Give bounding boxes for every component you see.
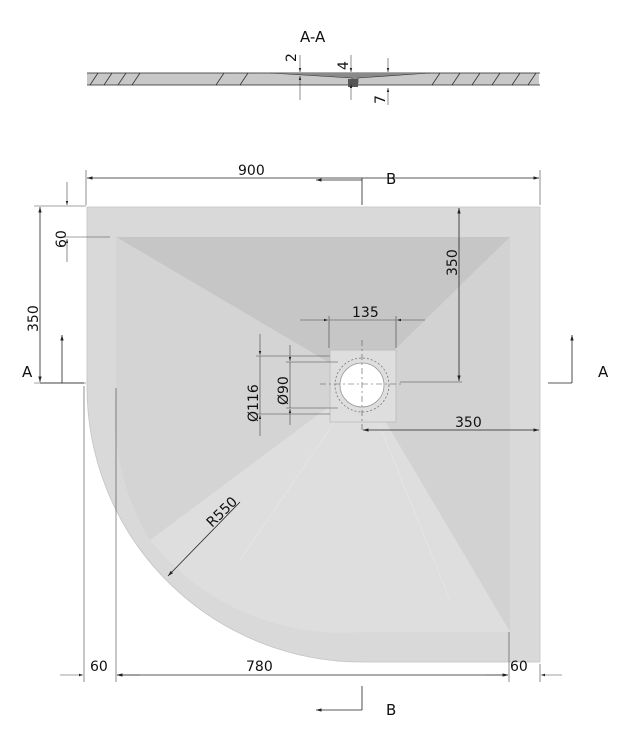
- dim-section-7: 7: [373, 95, 389, 104]
- facet-top: [116, 237, 510, 382]
- cut-b-bottom: B: [386, 701, 396, 719]
- dim-outer-diameter: Ø116: [246, 384, 262, 422]
- cut-b-top: B: [386, 170, 396, 188]
- dim-section-4: 4: [336, 61, 352, 70]
- drain-body: [348, 79, 358, 87]
- dim-left-height: 350: [26, 305, 42, 332]
- dim-inner-diameter: Ø90: [276, 376, 292, 405]
- section-hatch: [89, 72, 537, 86]
- tray-plan: [86, 206, 541, 663]
- section-title: A-A: [300, 28, 326, 46]
- dim-top-offset: 60: [54, 230, 70, 248]
- dim-overall-width: 900: [238, 163, 265, 179]
- facet-right: [362, 237, 510, 632]
- dim-drain-height: 350: [445, 249, 461, 276]
- facet-left: [114, 237, 363, 540]
- dim-section-2: 2: [284, 53, 300, 62]
- dim-drain-to-right: 350: [455, 415, 482, 431]
- dim-bottom-right: 60: [510, 659, 528, 675]
- facet-bottom: [150, 382, 510, 633]
- dim-drain-width: 135: [352, 305, 379, 321]
- drain-outer-ring: [334, 357, 390, 413]
- dim-bottom-mid: 780: [246, 659, 273, 675]
- section-slab: [87, 73, 539, 85]
- cut-a-left: A: [22, 363, 33, 381]
- cut-a-right: A: [598, 363, 609, 381]
- dim-bottom-left: 60: [90, 659, 108, 675]
- section-view: A-A 2 4 7: [87, 28, 540, 105]
